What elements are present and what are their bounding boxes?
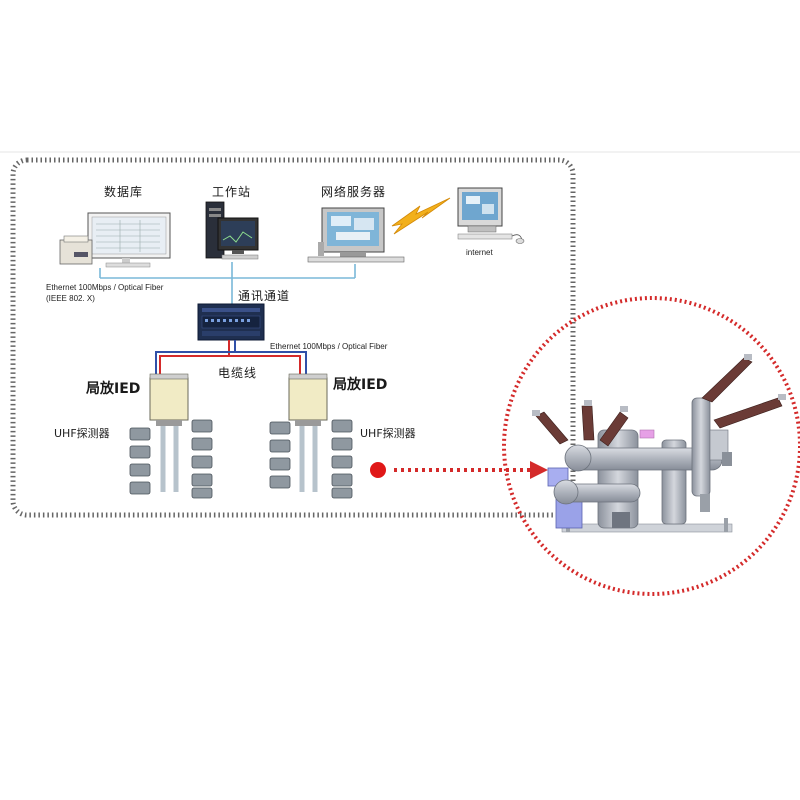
uhf-sensors-left <box>129 419 213 499</box>
pointer-arrow <box>394 461 548 479</box>
internet-label: internet <box>466 248 493 257</box>
network-server-device <box>307 207 405 263</box>
zoom-circle <box>502 296 800 596</box>
database-device <box>59 212 171 268</box>
network-server-label: 网络服务器 <box>321 185 387 199</box>
lightning-icon <box>391 197 451 235</box>
ied-box-right <box>288 373 328 426</box>
sensor-wires-right <box>299 426 318 492</box>
ethernet-mid-label: Ethernet 100Mbps / Optical Fiber <box>270 342 388 351</box>
cable-lines <box>155 340 307 378</box>
workstation-label: 工作站 <box>212 185 252 199</box>
ied-left-label: 局放IED <box>86 381 141 397</box>
comm-channel-label: 通讯通道 <box>238 289 291 303</box>
uhf-right-label: UHF探测器 <box>360 427 416 440</box>
ied-right-label: 局放IED <box>333 377 388 393</box>
workstation-device <box>205 201 259 260</box>
database-label: 数据库 <box>104 185 144 199</box>
sensor-wires-left <box>160 426 179 492</box>
uhf-left-label: UHF探测器 <box>54 427 110 440</box>
sensor-marker <box>370 462 386 478</box>
system-frame <box>10 157 576 518</box>
network-switch <box>197 303 265 341</box>
ieee-label: (IEEE 802. X) <box>46 294 95 303</box>
gis-equipment <box>532 354 786 533</box>
internet-device <box>457 187 525 244</box>
uhf-sensors-right <box>269 419 353 499</box>
ethernet-bus <box>99 262 356 305</box>
cable-label: 电缆线 <box>218 366 258 380</box>
ethernet-top-label: Ethernet 100Mbps / Optical Fiber <box>46 283 164 292</box>
ied-box-left <box>149 373 189 426</box>
